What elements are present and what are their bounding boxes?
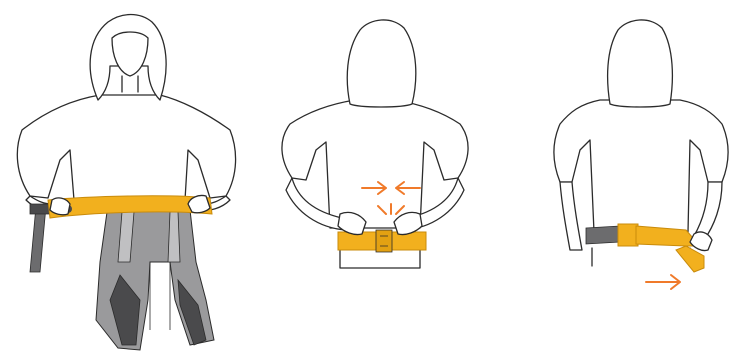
panel-3 xyxy=(554,20,728,289)
hand-right-3 xyxy=(690,232,712,251)
hand-left xyxy=(50,198,70,215)
arrow-pull-right xyxy=(646,275,680,289)
panel-1 xyxy=(17,15,235,351)
person-back-2 xyxy=(282,20,468,268)
panel-2 xyxy=(282,20,468,268)
carrier-body xyxy=(96,205,214,350)
person-front xyxy=(17,15,235,211)
waist-belt-3 xyxy=(586,224,704,272)
